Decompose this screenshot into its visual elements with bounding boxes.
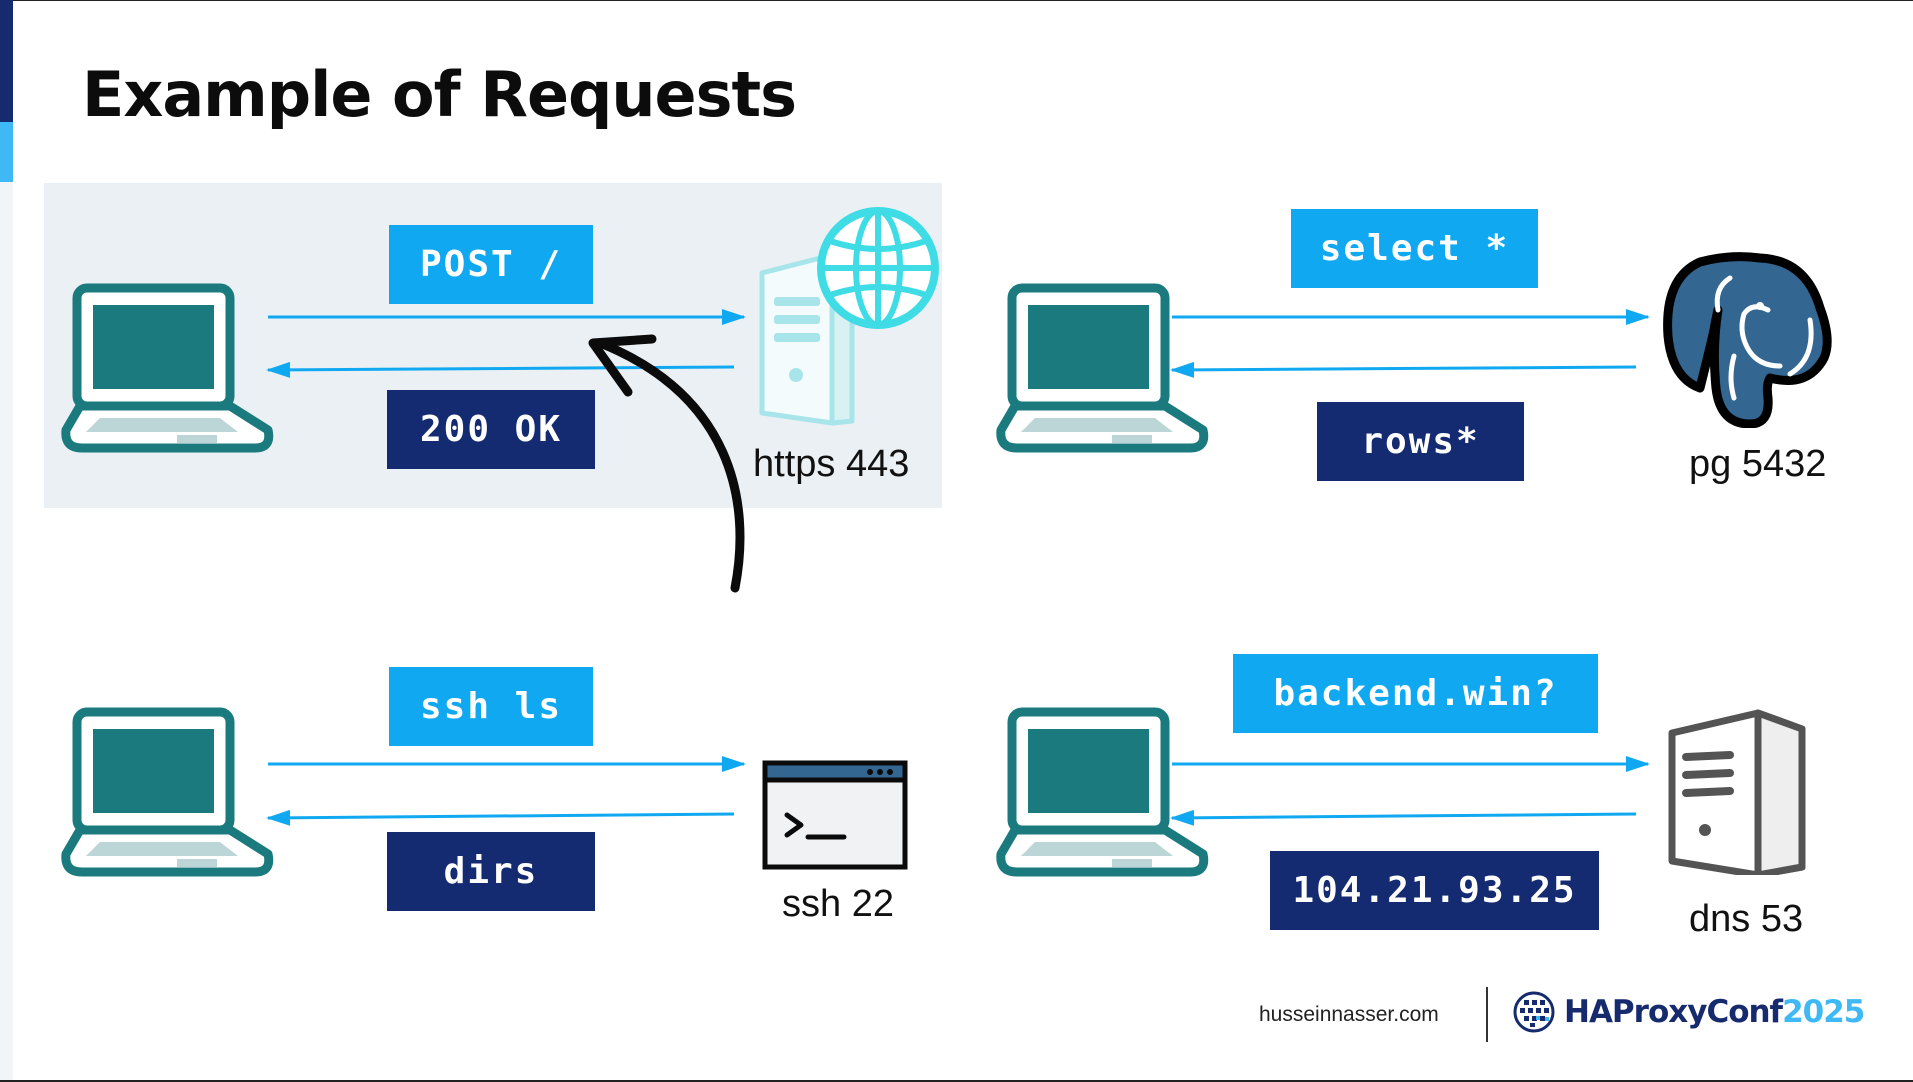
- dns-request-box: backend.win?: [1233, 654, 1598, 733]
- footer-site: husseinnasser.com: [1259, 1003, 1439, 1026]
- https-response-arrow: [266, 361, 735, 378]
- accent-bar-dark: [0, 0, 13, 122]
- accent-bar-light: [0, 122, 13, 182]
- postgres-elephant-icon: [1663, 252, 1832, 428]
- accent-strip: [0, 182, 13, 1080]
- server-tower-icon: [1668, 709, 1806, 875]
- ssh-request-box: ssh ls: [389, 667, 593, 746]
- laptop-icon: [995, 278, 1210, 453]
- brand-name: HAProxyConf: [1564, 994, 1783, 1030]
- haproxy-globe-icon: [1513, 991, 1555, 1033]
- pg-response-box: rows*: [1317, 402, 1524, 481]
- dns-server-label: dns 53: [1689, 898, 1804, 940]
- dns-response-box: 104.21.93.25: [1270, 851, 1599, 930]
- frame-top-border: [0, 0, 1913, 1]
- https-server-label: https 443: [753, 443, 910, 485]
- web-server-globe-icon: [759, 207, 939, 426]
- pg-server-label: pg 5432: [1689, 443, 1827, 485]
- ssh-response-arrow: [266, 809, 735, 826]
- pg-response-arrow: [1170, 361, 1637, 378]
- ssh-server-label: ssh 22: [782, 883, 894, 925]
- pg-request-box: select *: [1291, 209, 1538, 288]
- ssh-response-box: dirs: [387, 832, 595, 911]
- slide-title: Example of Requests: [82, 58, 797, 131]
- https-response-box: 200 OK: [387, 390, 595, 469]
- laptop-icon: [60, 278, 275, 453]
- brand-year: 2025: [1782, 994, 1865, 1030]
- laptop-icon: [995, 702, 1210, 877]
- dns-response-arrow: [1170, 809, 1637, 826]
- frame-bottom-border: [0, 1080, 1913, 1082]
- curved-pointer-arrow: [588, 334, 745, 593]
- laptop-icon: [60, 702, 275, 877]
- https-request-box: POST /: [389, 225, 593, 304]
- footer-divider: [1486, 987, 1488, 1042]
- terminal-window-icon: [762, 760, 908, 870]
